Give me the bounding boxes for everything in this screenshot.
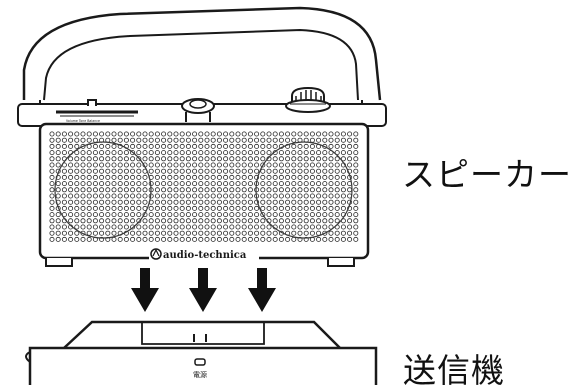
speaker-foot-right — [327, 258, 355, 267]
transmitter-label: 送信機 — [403, 351, 505, 390]
transmitter-unit: 電源 — [25, 320, 378, 385]
right-driver — [255, 141, 353, 239]
down-arrow-3 — [248, 268, 276, 312]
rotary-knob — [285, 86, 331, 113]
placement-arrows — [131, 268, 276, 312]
transmitter-body — [28, 346, 378, 385]
speaker-handle — [22, 6, 382, 101]
slider-knob: Volume Tone Balance — [56, 99, 138, 123]
power-label: 電源 — [193, 370, 207, 379]
down-arrow-2 — [189, 268, 217, 312]
power-indicator — [194, 358, 206, 366]
speaker-handle-inner — [43, 28, 359, 101]
speaker-unit: Volume Tone Balance — [17, 6, 387, 267]
speaker-label: スピーカー — [402, 155, 568, 194]
down-arrow-1 — [131, 268, 159, 312]
brand-logo: audio-technica — [149, 248, 259, 261]
center-button — [181, 98, 215, 122]
brand-logo-text: audio-technica — [163, 250, 247, 261]
knob-markings: Volume Tone Balance — [66, 119, 100, 123]
speaker-foot-left — [45, 258, 73, 267]
transmitter-top — [63, 320, 341, 349]
left-driver — [54, 141, 152, 239]
